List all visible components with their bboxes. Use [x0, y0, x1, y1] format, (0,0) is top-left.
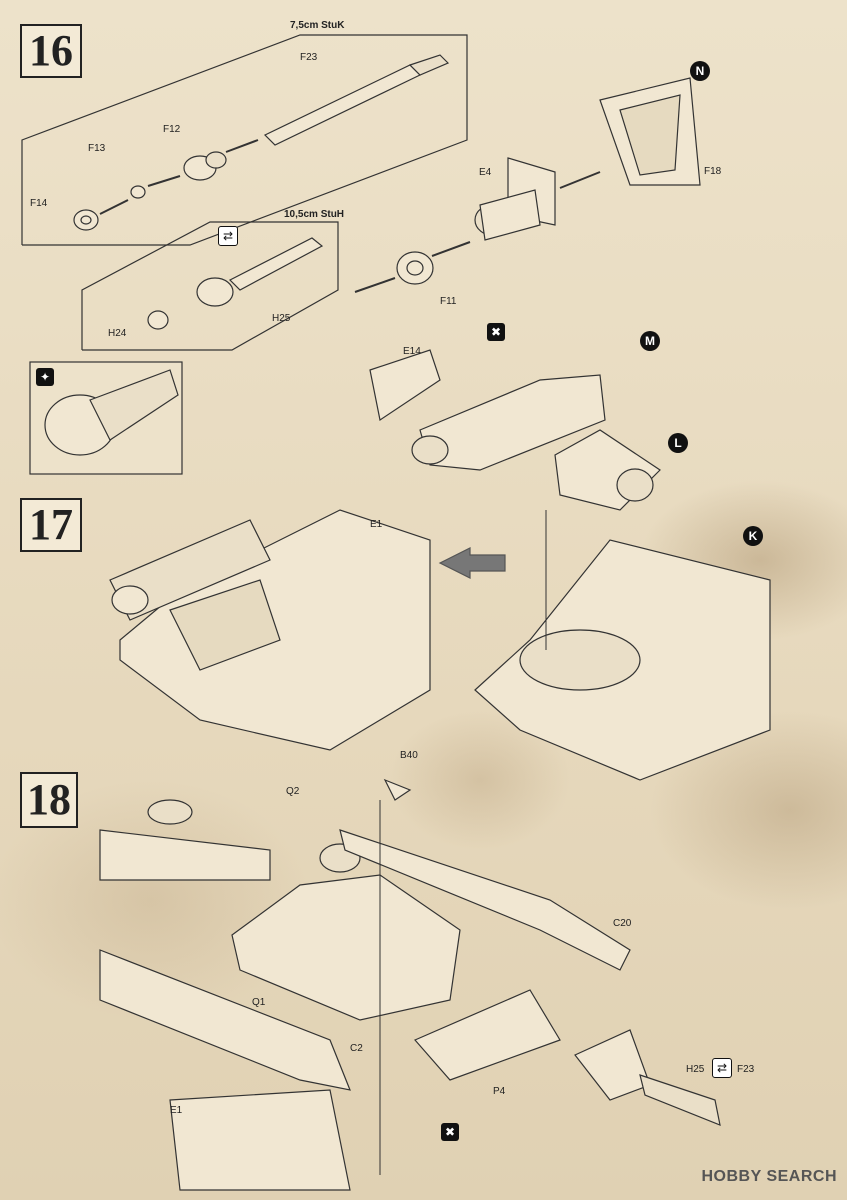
step-18-number: 18	[20, 772, 78, 828]
subassembly-badge-l: L	[668, 433, 688, 453]
breech-assembly	[419, 374, 606, 471]
label-b40: B40	[400, 750, 418, 761]
label-f12: F12	[163, 124, 181, 135]
label-h25-step18: H25	[686, 1064, 705, 1075]
label-c20: C20	[613, 918, 632, 929]
variant-label-stuh: 10,5cm StuH	[284, 209, 345, 220]
label-e1-step17: E1	[370, 519, 383, 530]
part-f14	[73, 209, 99, 231]
part-f11	[396, 251, 434, 285]
detail-icon: ✦	[36, 368, 54, 386]
part-b40	[383, 778, 412, 801]
barrel-h25	[228, 237, 324, 291]
part-e14	[369, 349, 441, 421]
label-e4: E4	[479, 167, 492, 178]
no-glue-icon: ✖	[487, 323, 505, 341]
subassembly-badge-m: M	[640, 331, 660, 351]
part-c2	[99, 949, 351, 1091]
label-h25: H25	[272, 313, 291, 324]
step-17-number: 17	[20, 498, 82, 552]
part-c20	[339, 829, 631, 971]
barrel-f23	[263, 64, 422, 146]
label-f14: F14	[30, 198, 48, 209]
direction-arrow	[438, 547, 506, 579]
part-h24	[147, 310, 169, 330]
part-f13	[130, 185, 146, 199]
part-p4	[414, 989, 561, 1081]
part-q2	[99, 829, 271, 881]
label-q1: Q1	[252, 997, 266, 1008]
no-glue-icon: ✖	[441, 1123, 459, 1141]
label-f18: F18	[704, 166, 722, 177]
label-f23: F23	[300, 52, 318, 63]
step-16-number: 16	[20, 24, 82, 78]
part-q1-superstructure	[231, 874, 461, 1021]
subassembly-badge-k: K	[743, 526, 763, 546]
stuh-variant-frame	[81, 221, 339, 351]
label-c2: C2	[350, 1043, 363, 1054]
label-e1-step18: E1	[170, 1105, 183, 1116]
stuk-variant-frame	[21, 34, 468, 246]
label-h24: H24	[108, 328, 127, 339]
mantlet-with-barrel	[574, 1029, 651, 1101]
swap-icon: ⇄	[218, 226, 238, 246]
variant-label-stuk: 7,5cm StuK	[290, 20, 345, 31]
swap-icon: ⇄	[712, 1058, 732, 1078]
label-p4: P4	[493, 1086, 506, 1097]
label-f11: F11	[440, 296, 457, 307]
label-f23-step18: F23	[737, 1064, 755, 1075]
watermark: HOBBY SEARCH	[701, 1168, 837, 1185]
interior-preview	[169, 1089, 351, 1191]
subassembly-badge-n: N	[690, 61, 710, 81]
label-e14: E14	[403, 346, 421, 357]
label-q2: Q2	[286, 786, 300, 797]
label-f13: F13	[88, 143, 106, 154]
